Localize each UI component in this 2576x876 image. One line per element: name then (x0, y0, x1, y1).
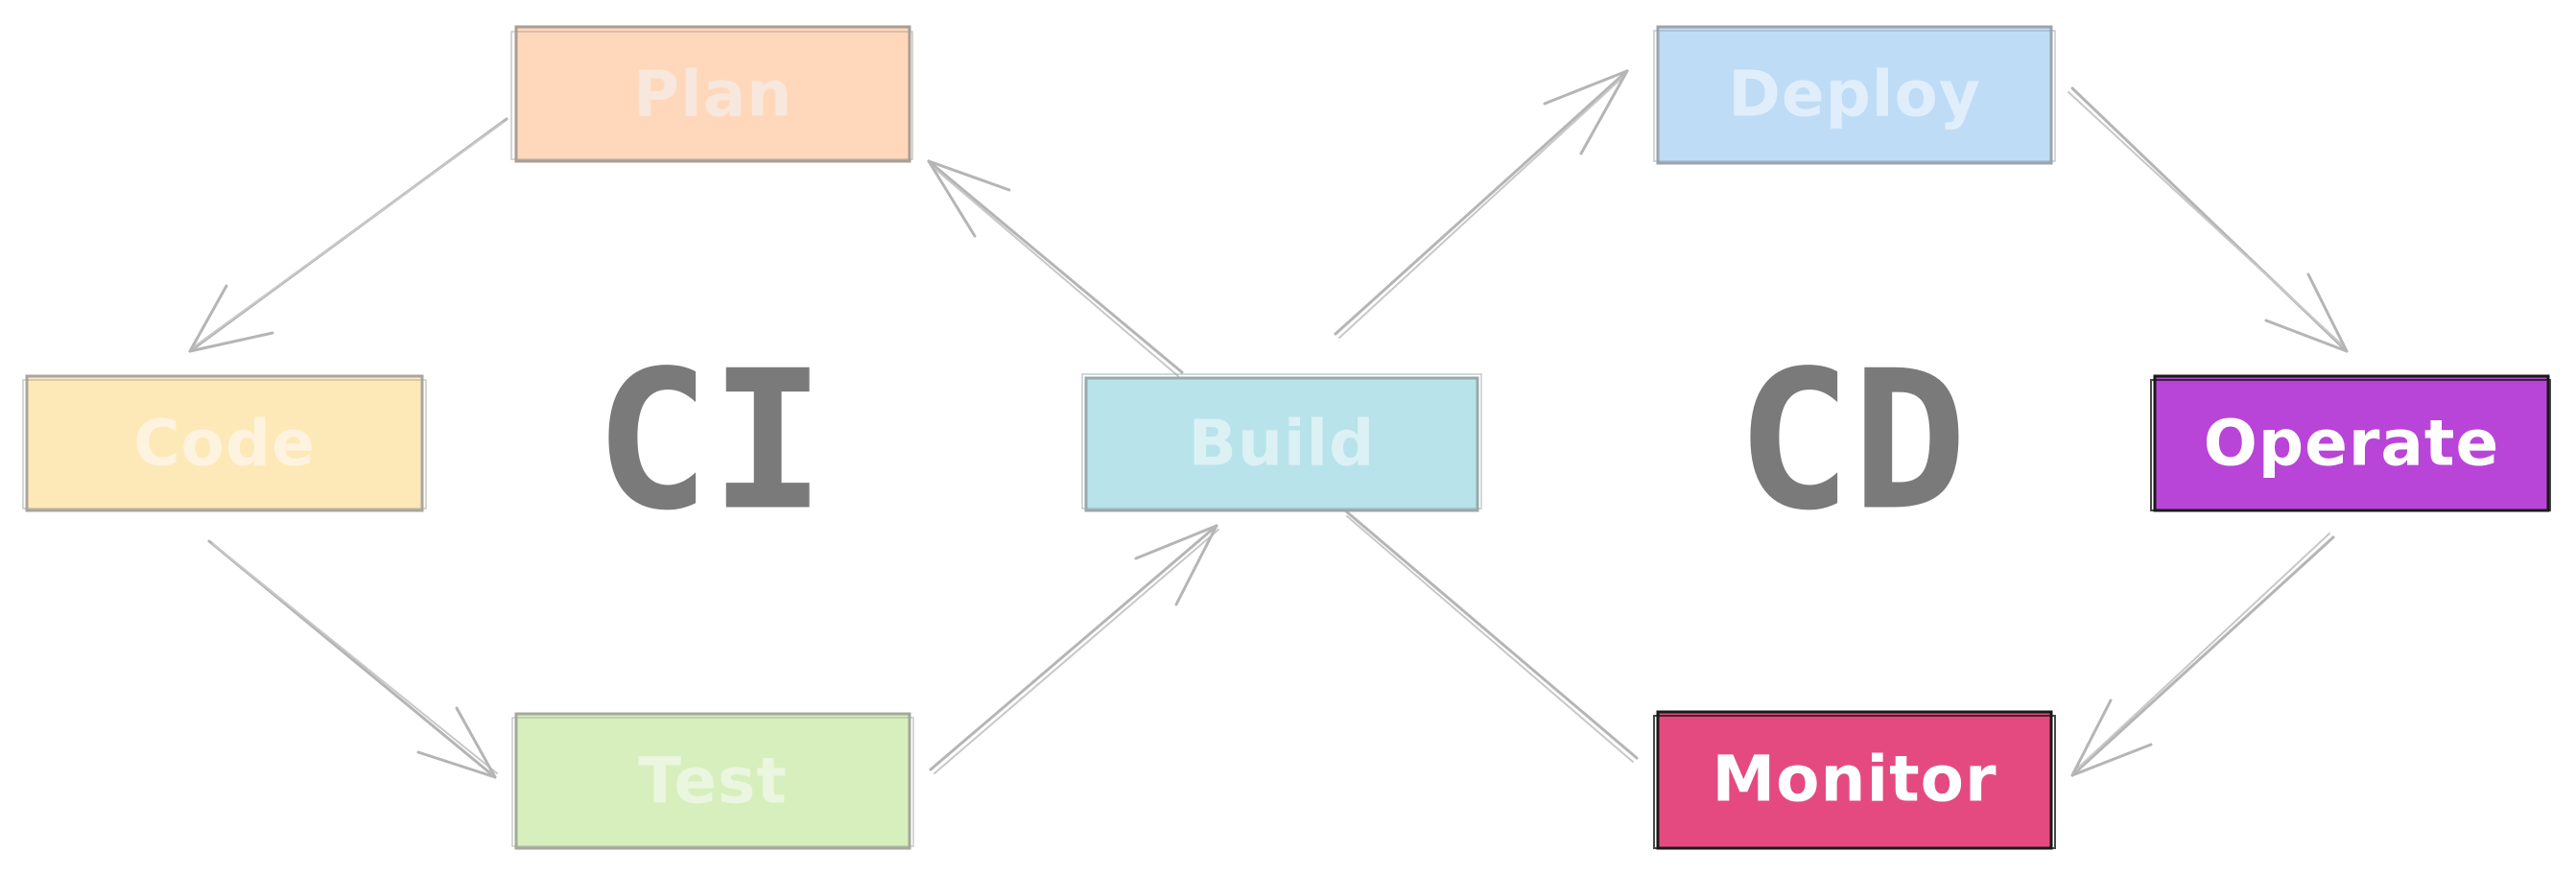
node-label-code: Code (133, 407, 316, 481)
arrow-operate-to-monitor (2070, 533, 2335, 777)
cd-label: CD (1737, 330, 1968, 554)
node-label-plan: Plan (633, 58, 793, 131)
ci-label: CI (595, 330, 826, 554)
arrow-code-to-test (207, 539, 498, 779)
node-label-operate: Operate (2204, 407, 2500, 481)
arrow-build-to-plan (927, 159, 1184, 377)
arrow-deploy-to-operate (2068, 86, 2349, 353)
node-deploy: Deploy (1653, 25, 2056, 165)
arrow-plan-to-code (188, 117, 508, 353)
node-test: Test (511, 712, 914, 850)
node-build: Build (1081, 373, 1482, 512)
node-operate: Operate (2150, 374, 2551, 512)
node-monitor: Monitor (1653, 710, 2056, 850)
node-label-test: Test (638, 745, 788, 818)
arrow-monitor-to-build (1343, 509, 1639, 763)
node-plan: Plan (510, 25, 913, 163)
node-label-build: Build (1189, 407, 1376, 481)
arrow-build-to-deploy (1334, 69, 1629, 339)
node-code: Code (22, 374, 427, 512)
arrow-test-to-build (929, 524, 1219, 774)
node-label-deploy: Deploy (1728, 58, 1981, 131)
node-label-monitor: Monitor (1712, 743, 1997, 817)
